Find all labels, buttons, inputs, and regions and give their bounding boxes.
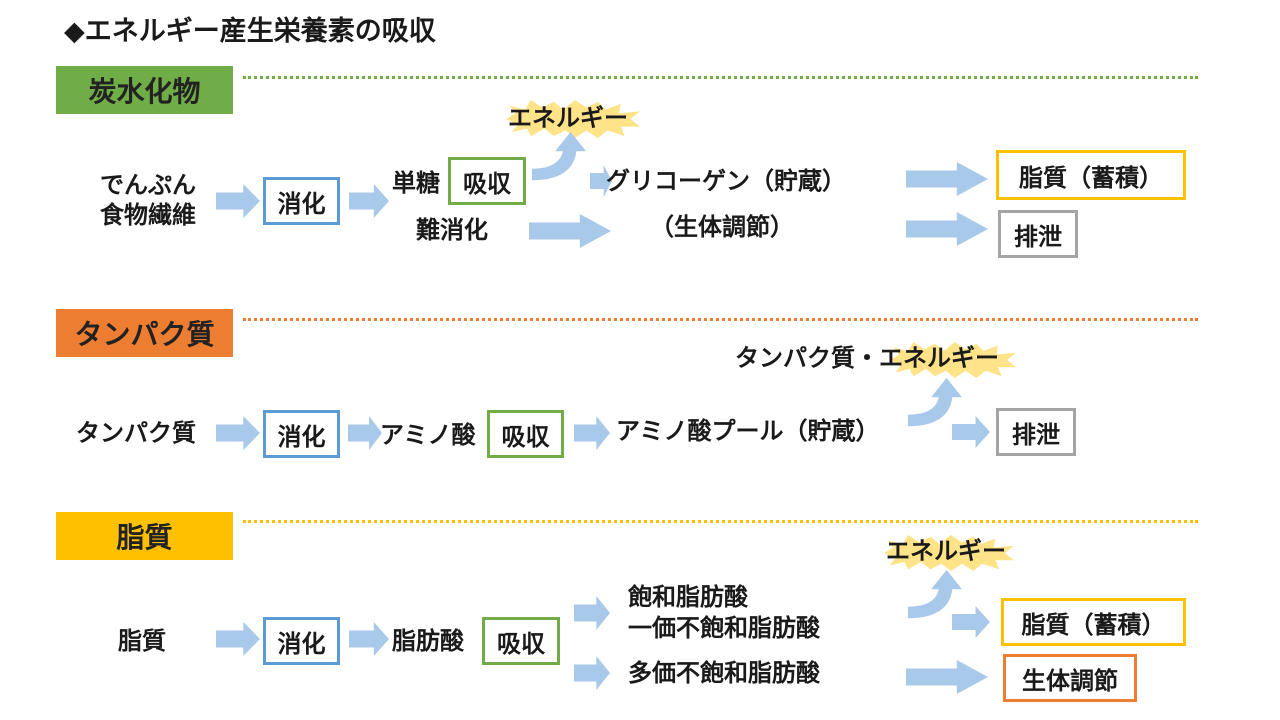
- arrow-right-icon: [906, 660, 988, 694]
- fat-regulation-box: 生体調節: [1003, 654, 1137, 702]
- carb-excretion-box: 排泄: [998, 210, 1078, 258]
- protein-digest-box: 消化: [263, 410, 340, 458]
- carb-energy: エネルギー: [508, 104, 628, 132]
- protein-absorb-box: 吸収: [487, 410, 564, 458]
- arrow-right-icon: [216, 622, 260, 656]
- arrow-right-icon: [216, 184, 260, 218]
- arrow-right-icon: [906, 212, 988, 246]
- protein-excretion-box: 排泄: [996, 408, 1076, 456]
- curved-arrow-icon: [529, 130, 589, 188]
- fat-storage-box: 脂質（蓄積）: [1001, 598, 1186, 646]
- category-fat: 脂質: [56, 512, 233, 560]
- carb-source-starch: でんぷん: [100, 171, 196, 199]
- carb-absorb-box: 吸収: [448, 157, 526, 205]
- divider-protein: [243, 318, 1198, 321]
- arrow-right-icon: [906, 162, 988, 196]
- arrow-right-icon: [574, 416, 610, 450]
- fat-absorb-box: 吸収: [482, 617, 560, 665]
- carb-indigestible: 難消化: [416, 216, 488, 244]
- divider-fat: [243, 520, 1198, 523]
- arrow-right-icon: [574, 596, 610, 630]
- fat-fatty-acid: 脂肪酸: [392, 627, 464, 655]
- page-title: ◆エネルギー産生栄養素の吸収: [64, 16, 436, 47]
- fat-polyunsaturated: 多価不飽和脂肪酸: [628, 659, 820, 687]
- carb-source-fiber: 食物繊維: [100, 201, 196, 229]
- category-protein: タンパク質: [56, 309, 233, 357]
- protein-energy-prefix: タンパク質・: [735, 344, 879, 372]
- arrow-right-icon: [952, 606, 990, 638]
- fat-energy: エネルギー: [886, 537, 1006, 565]
- fat-saturated: 飽和脂肪酸: [628, 583, 748, 611]
- carb-glycogen: グリコーゲン（貯蔵）: [606, 167, 846, 195]
- protein-source: タンパク質: [76, 419, 196, 447]
- protein-amino-acid: アミノ酸: [380, 421, 476, 449]
- protein-amino-pool: アミノ酸プール（貯蔵）: [616, 417, 880, 445]
- category-carbohydrate: 炭水化物: [56, 66, 233, 114]
- arrow-right-icon: [952, 416, 990, 448]
- arrow-right-icon: [348, 416, 382, 450]
- fat-source: 脂質: [118, 627, 166, 655]
- fat-digest-box: 消化: [263, 617, 340, 665]
- divider-carbohydrate: [243, 76, 1198, 79]
- arrow-right-icon: [216, 416, 260, 450]
- carb-monosaccharide: 単糖: [392, 169, 440, 197]
- carb-fat-storage-box: 脂質（蓄積）: [996, 150, 1186, 200]
- carb-digest-box: 消化: [263, 177, 340, 225]
- arrow-right-icon: [574, 656, 610, 690]
- arrow-right-icon: [349, 184, 389, 218]
- arrow-right-icon: [529, 214, 611, 248]
- fat-monounsaturated: 一価不飽和脂肪酸: [628, 614, 820, 642]
- arrow-right-icon: [349, 622, 389, 656]
- protein-energy-label: タンパク質・エネルギー: [735, 343, 999, 373]
- carb-regulation: （生体調節）: [650, 213, 794, 241]
- protein-energy: エネルギー: [879, 344, 999, 372]
